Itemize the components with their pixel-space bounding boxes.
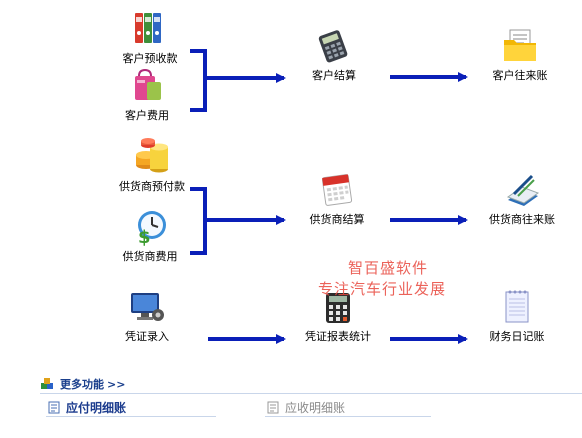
supplier-settle-label: 供货商结算 [309, 213, 365, 226]
customer-ledger-label: 客户往来账 [492, 69, 548, 82]
folder-documents-icon [500, 26, 540, 66]
payable-underline [46, 416, 216, 417]
calendar-icon [317, 170, 357, 210]
calculator-keypad-icon [318, 287, 358, 327]
receivable-detail-label: 应收明细账 [285, 400, 346, 415]
customer-prepay-label: 客户预收款 [122, 52, 178, 65]
monitor-gear-icon [127, 287, 167, 327]
binders-icon [130, 9, 170, 49]
receivable-underline [265, 416, 431, 417]
section-divider [40, 393, 582, 394]
notepad-icon [497, 287, 537, 327]
customer-settle-node[interactable]: 客户结算 [299, 26, 369, 83]
supplier-fee-label: 供货商费用 [122, 250, 178, 263]
voucher-entry-label: 凭证录入 [125, 330, 169, 343]
more-functions-header[interactable]: 更多功能 >> [40, 375, 125, 393]
customer-settle-label: 客户结算 [312, 69, 356, 82]
bracket-customer [190, 49, 207, 112]
voucher-report-label: 凭证报表统计 [305, 330, 371, 343]
supplier-ledger-node[interactable]: 供货商往来账 [480, 170, 564, 227]
shopping-bag-icon [127, 66, 167, 106]
customer-fee-label: 客户费用 [125, 109, 169, 122]
book-pen-icon [502, 170, 542, 210]
customer-prepay-node[interactable]: 客户预收款 [108, 9, 192, 66]
payable-detail-link[interactable]: 应付明细账 [48, 399, 126, 415]
document-icon [267, 401, 279, 413]
finance-journal-node[interactable]: 财务日记账 [482, 287, 552, 344]
coins-icon [132, 137, 172, 177]
document-icon [48, 401, 60, 413]
bracket-supplier [190, 187, 207, 255]
double-chevron-icon: >> [107, 377, 126, 391]
voucher-entry-node[interactable]: 凭证录入 [112, 287, 182, 344]
cubes-icon [41, 378, 53, 389]
watermark-line2: 专注汽车行业发展 [318, 280, 447, 298]
finance-journal-label: 财务日记账 [489, 330, 545, 343]
watermark-line1: 智百盛软件 [348, 259, 429, 277]
voucher-report-node[interactable]: 凭证报表统计 [296, 287, 380, 344]
payable-detail-label: 应付明细账 [66, 400, 127, 415]
supplier-fee-node[interactable]: $ 供货商费用 [112, 207, 188, 264]
receivable-detail-link[interactable]: 应收明细账 [267, 399, 345, 415]
watermark: 智百盛软件 专注汽车行业发展 [318, 258, 446, 300]
svg-text:$: $ [138, 227, 151, 247]
more-functions-title: 更多功能 [60, 378, 104, 391]
clock-dollar-icon: $ [130, 207, 170, 248]
supplier-prepay-label: 供货商预付款 [119, 180, 185, 193]
customer-ledger-node[interactable]: 客户往来账 [482, 26, 558, 83]
calculator-icon [314, 26, 354, 66]
supplier-prepay-node[interactable]: 供货商预付款 [110, 137, 194, 194]
supplier-ledger-label: 供货商往来账 [489, 213, 555, 226]
supplier-settle-node[interactable]: 供货商结算 [302, 170, 372, 227]
customer-fee-node[interactable]: 客户费用 [112, 66, 182, 123]
